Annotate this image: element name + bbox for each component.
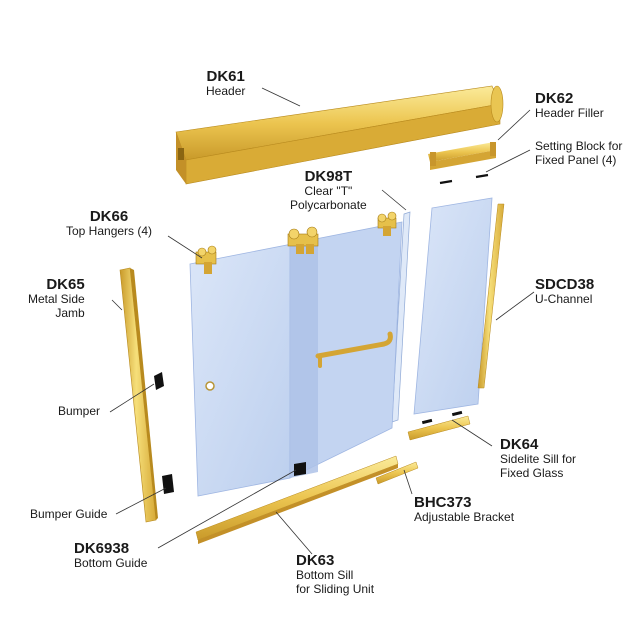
part-description: Bottom Sill [296,568,354,583]
part-description: Polycarbonate [290,198,367,213]
hanger-3 [377,211,397,236]
callout-setting-block: Setting Block for Fixed Panel (4) [535,139,623,168]
part-description: U-Channel [535,292,593,307]
adjustable-bracket [375,461,419,485]
part-description: Adjustable Bracket [414,510,515,525]
door-handle [315,331,393,368]
part-description: Bumper Guide [30,507,108,521]
hanger-1 [195,245,217,274]
part-code: DK63 [296,552,335,569]
part-code: DK61 [206,68,245,85]
callout-dk63: DK63 Bottom Sill for Sliding Unit [296,552,374,597]
bottom-guide-part [294,462,306,476]
callout-bumper-guide: Bumper Guide [30,507,108,522]
callout-bhc373: BHC373 Adjustable Bracket [414,494,514,525]
part-description: Header Filler [535,106,604,121]
top-hangers [195,211,397,274]
callout-dk66: DK66 Top Hangers (4) [66,208,152,239]
part-description: Metal Side [28,292,85,307]
sliding-glass-panel [189,221,403,497]
leader-lines [109,87,535,555]
part-description: Clear "T" [304,184,353,199]
part-description: Sidelite Sill for [500,452,577,467]
part-description: Fixed Glass [500,466,564,481]
part-code: DK6938 [74,540,130,557]
callout-dk65: DK65 Metal Side Jamb [28,276,85,321]
setting-blocks [439,173,489,185]
part-description: Header [206,84,246,99]
callout-bumper: Bumper [58,404,101,419]
header-rail [175,85,504,185]
part-description: Top Hangers (4) [66,224,153,239]
part-code: DK64 [500,436,539,453]
part-code: DK62 [535,90,574,107]
callout-dk98t: DK98T Clear "T" Polycarbonate [290,168,367,213]
part-description: Bottom Guide [74,556,148,571]
callout-dk6938: DK6938 Bottom Guide [74,540,147,571]
bumper [154,372,164,390]
part-description: Bumper [58,404,101,418]
callout-dk62: DK62 Header Filler [535,90,604,121]
callout-dk61: DK61 Header [206,68,245,99]
header-filler [428,142,496,170]
part-code: SDCD38 [535,276,595,293]
side-jamb [119,267,158,523]
bottom-sill [195,455,399,544]
hanger-2 [287,226,319,254]
part-description: for Sliding Unit [296,582,375,597]
part-code: DK66 [89,208,129,225]
part-code: DK65 [46,276,85,293]
callout-sdcd38: SDCD38 U-Channel [535,276,594,307]
part-description: Jamb [55,306,85,321]
part-code: BHC373 [414,494,472,511]
fixed-glass-panel [413,197,493,415]
part-description: Fixed Panel (4) [535,152,617,167]
callout-dk64: DK64 Sidelite Sill for Fixed Glass [500,436,576,481]
u-channel [477,203,505,389]
bumper-guide-part [162,474,174,494]
part-code: DK98T [304,168,353,185]
part-description: Setting Block for [535,139,623,153]
